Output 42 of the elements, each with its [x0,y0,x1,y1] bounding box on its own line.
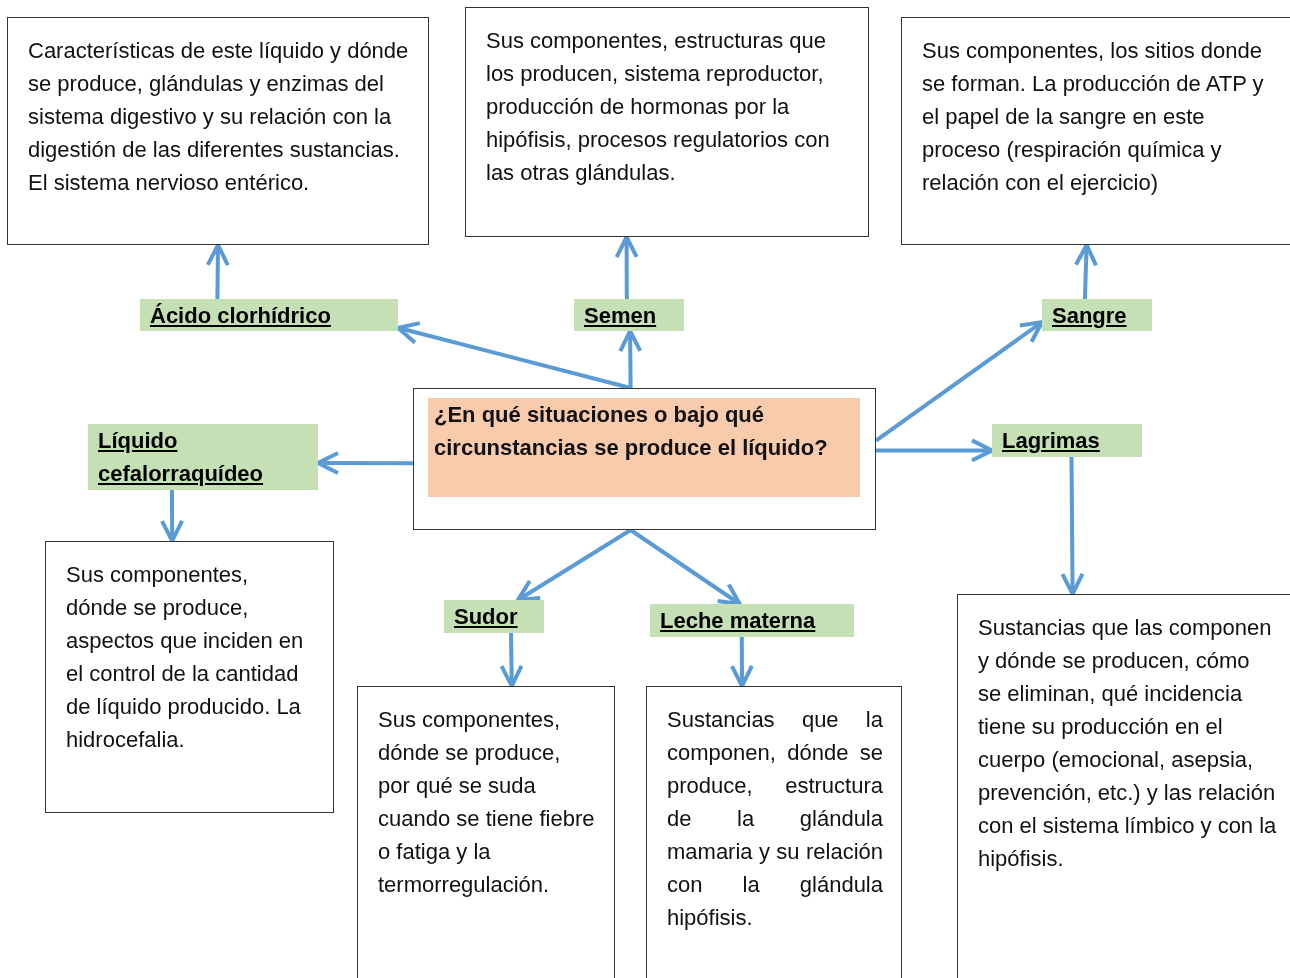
description-text: Sustancias que la componen, dónde se produce, estructura de la glándula mamaria y su relación con la glándula hipófisis. [667,706,883,932]
label-text: Sudor [454,603,518,631]
arrow [618,329,643,389]
text-box [646,686,902,978]
label-text: Líquido cefalorraquídeo [98,427,265,488]
text-box [357,686,615,978]
arrow [614,235,639,299]
label-text: Sangre [1052,301,1127,330]
arrow [160,490,185,543]
label-tag [444,600,544,633]
arrow [516,528,632,602]
label-text: Lagrimas [1002,427,1100,455]
text-box [465,7,869,237]
label-tag [1042,299,1152,331]
arrow [1060,457,1085,596]
description-text: Sustancias que las componen y dónde se producen, cómo se eliminan, qué incidencia tiene su producción en el cuerpo (emocional, asepsia, prevención, etc.) y las relación con el sistema límbico y con la hipófisis. [978,614,1278,873]
description-text: Sus componentes, dónde se produce, por qué se suda cuando se tiene fiebre o fatiga y la termorregulación. [378,706,596,899]
arrow [629,528,742,606]
text-box [957,594,1290,978]
label-tag [574,299,684,331]
label-text: Semen [584,301,657,330]
label-tag [650,604,854,637]
arrow [729,637,754,688]
text-box [7,17,429,245]
text-box [45,541,334,813]
label-text: Leche materna [660,607,816,635]
label-text: Ácido clorhídrico [150,301,331,330]
question-text: ¿En qué situaciones o bajo qué circunstancias se produce el líquido? [428,398,860,497]
label-tag [992,424,1142,457]
arrow [876,438,994,463]
label-tag [140,299,398,331]
arrow [499,632,524,688]
description-text: Sus componentes, dónde se produce, aspectos que inciden en el control de la cantidad de líquido producido. La hidrocefalia. [66,561,305,754]
arrow [874,320,1044,443]
arrow [1074,243,1098,300]
label-tag [88,424,318,490]
description-text: Sus componentes, estructuras que los producen, sistema reproductor, producción de hormonas por la hipófisis, procesos regulatorios con las otras glándulas. [486,27,831,187]
description-text: Sus componentes, los sitios donde se forman. La producción de ATP y el papel de la sangre en este proceso (respiración química y relación con el ejercicio) [922,37,1265,197]
description-text: Características de este líquido y dónde se produce, glándulas y enzimas del sistema digestivo y su relación con la digestión de las diferentes sustancias. El sistema nervioso entérico. [28,37,410,197]
text-box [901,17,1290,245]
arrow [205,243,230,300]
question-box [413,388,876,530]
